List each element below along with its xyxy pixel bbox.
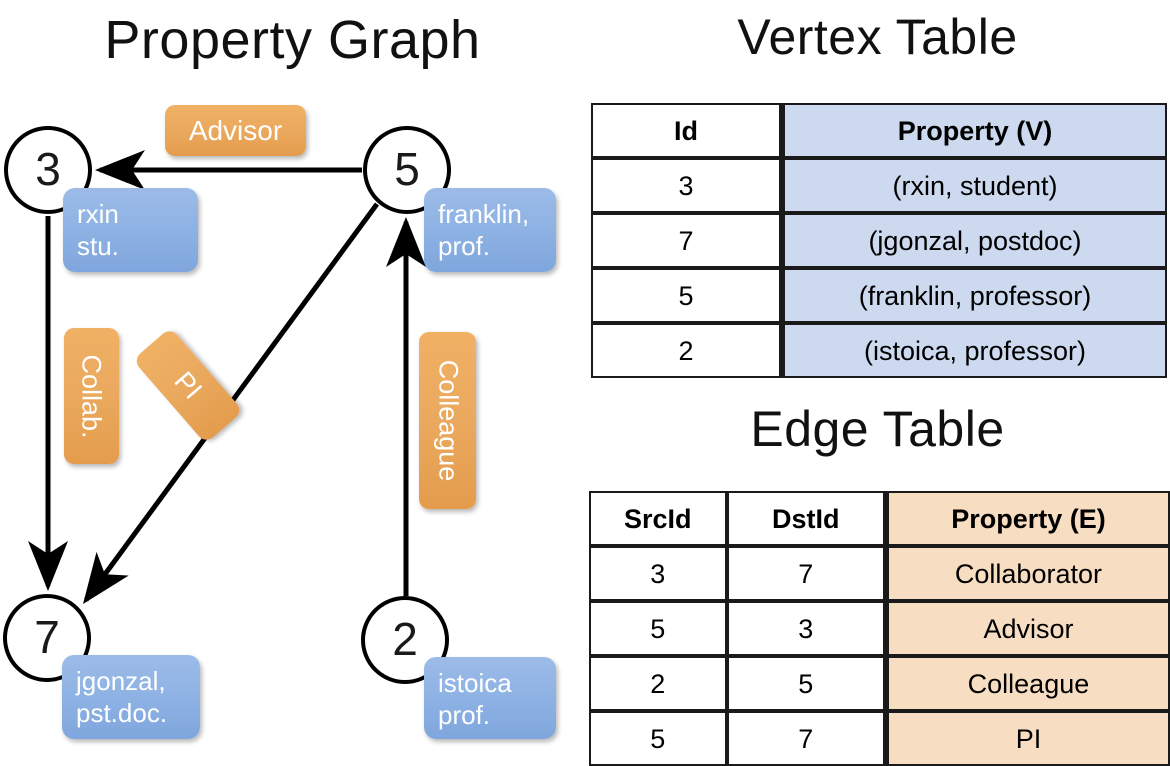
- edge-table-header-dstid: DstId: [726, 491, 885, 546]
- node-property-box-rxin[interactable]: rxin stu.: [63, 188, 198, 272]
- node-property-jgonzal-line2: pst.doc.: [76, 698, 168, 728]
- edge-label-colleague-text: Colleague: [433, 359, 463, 482]
- table-row[interactable]: 5 7 PI: [589, 711, 1170, 766]
- graph-node-5[interactable]: 5: [363, 126, 451, 214]
- node-property-istoica-line2: prof.: [438, 700, 491, 730]
- edge-row-0-property: Collaborator: [884, 546, 1170, 601]
- edge-row-0-src: 3: [589, 546, 727, 601]
- edge-row-1-dst: 3: [726, 601, 885, 656]
- node-property-istoica-line1: istoica: [438, 668, 512, 698]
- edge-row-0-dst: 7: [726, 546, 885, 601]
- vertex-row-0-property: (rxin, student): [781, 158, 1167, 213]
- node-property-box-istoica[interactable]: istoica prof.: [424, 657, 556, 739]
- edge-row-3-property: PI: [884, 711, 1170, 766]
- vertex-row-1-property: (jgonzal, postdoc): [781, 213, 1167, 268]
- table-row[interactable]: 2 (istoica, professor): [591, 323, 1167, 378]
- graph-node-2[interactable]: 2: [361, 596, 449, 684]
- edge-label-pi[interactable]: PI: [132, 327, 244, 444]
- edge-label-collab-text: Collab.: [77, 353, 108, 439]
- edge-row-2-dst: 5: [726, 656, 885, 711]
- edge-label-advisor-text: Advisor: [188, 114, 283, 146]
- table-row[interactable]: 5 (franklin, professor): [591, 268, 1167, 323]
- edge-label-pi-text: PI: [168, 365, 209, 405]
- node-property-franklin-line1: franklin,: [438, 199, 530, 229]
- vertex-row-1-id: 7: [591, 213, 781, 268]
- edge-row-1-src: 5: [589, 601, 727, 656]
- table-row[interactable]: 2 5 Colleague: [589, 656, 1170, 711]
- graph-node-2-label: 2: [392, 613, 418, 665]
- vertex-row-2-id: 5: [591, 268, 781, 323]
- vertex-row-0-id: 3: [591, 158, 781, 213]
- node-property-rxin-line2: stu.: [77, 231, 119, 261]
- edge-row-2-property: Colleague: [884, 656, 1170, 711]
- edge-row-1-property: Advisor: [884, 601, 1170, 656]
- property-graph-diagram: 3 5 7 2 rxin stu. franklin, prof. jgonza…: [0, 0, 585, 760]
- table-row[interactable]: 7 (jgonzal, postdoc): [591, 213, 1167, 268]
- page-title-edge-table: Edge Table: [750, 401, 1005, 457]
- edge-label-collab[interactable]: Collab.: [64, 328, 119, 464]
- node-property-box-jgonzal[interactable]: jgonzal, pst.doc.: [62, 655, 200, 739]
- vertex-table: Id Property (V) 3 (rxin, student) 7 (jgo…: [591, 103, 1167, 378]
- edge-table-header-srcid: SrcId: [589, 491, 727, 546]
- edge-table: SrcId DstId Property (E) 3 7 Collaborato…: [589, 491, 1170, 766]
- node-property-rxin-line1: rxin: [77, 199, 119, 229]
- node-property-jgonzal-line1: jgonzal,: [76, 666, 166, 696]
- edge-label-advisor[interactable]: Advisor: [165, 105, 306, 156]
- edge-row-2-src: 2: [589, 656, 727, 711]
- vertex-row-3-property: (istoica, professor): [781, 323, 1167, 378]
- edge-table-header-property: Property (E): [884, 491, 1170, 546]
- edge-row-3-dst: 7: [726, 711, 885, 766]
- vertex-row-2-property: (franklin, professor): [781, 268, 1167, 323]
- page-title-vertex-table: Vertex Table: [737, 9, 1018, 65]
- node-property-box-franklin[interactable]: franklin, prof.: [424, 188, 556, 272]
- vertex-table-header-row: Id Property (V): [591, 103, 1167, 158]
- edge-row-3-src: 5: [589, 711, 727, 766]
- edge-label-colleague[interactable]: Colleague: [419, 332, 476, 509]
- table-row[interactable]: 3 7 Collaborator: [589, 546, 1170, 601]
- graph-node-5-label: 5: [394, 143, 420, 195]
- node-property-franklin-line2: prof.: [438, 231, 491, 261]
- graph-node-7-label: 7: [34, 611, 60, 663]
- table-row[interactable]: 3 (rxin, student): [591, 158, 1167, 213]
- vertex-table-header-id: Id: [591, 103, 781, 158]
- vertex-row-3-id: 2: [591, 323, 781, 378]
- page-title-property-graph: Property Graph: [104, 10, 481, 70]
- graph-node-3-label: 3: [35, 143, 61, 195]
- vertex-table-header-property: Property (V): [781, 103, 1167, 158]
- table-row[interactable]: 5 3 Advisor: [589, 601, 1170, 656]
- edge-table-header-row: SrcId DstId Property (E): [589, 491, 1170, 546]
